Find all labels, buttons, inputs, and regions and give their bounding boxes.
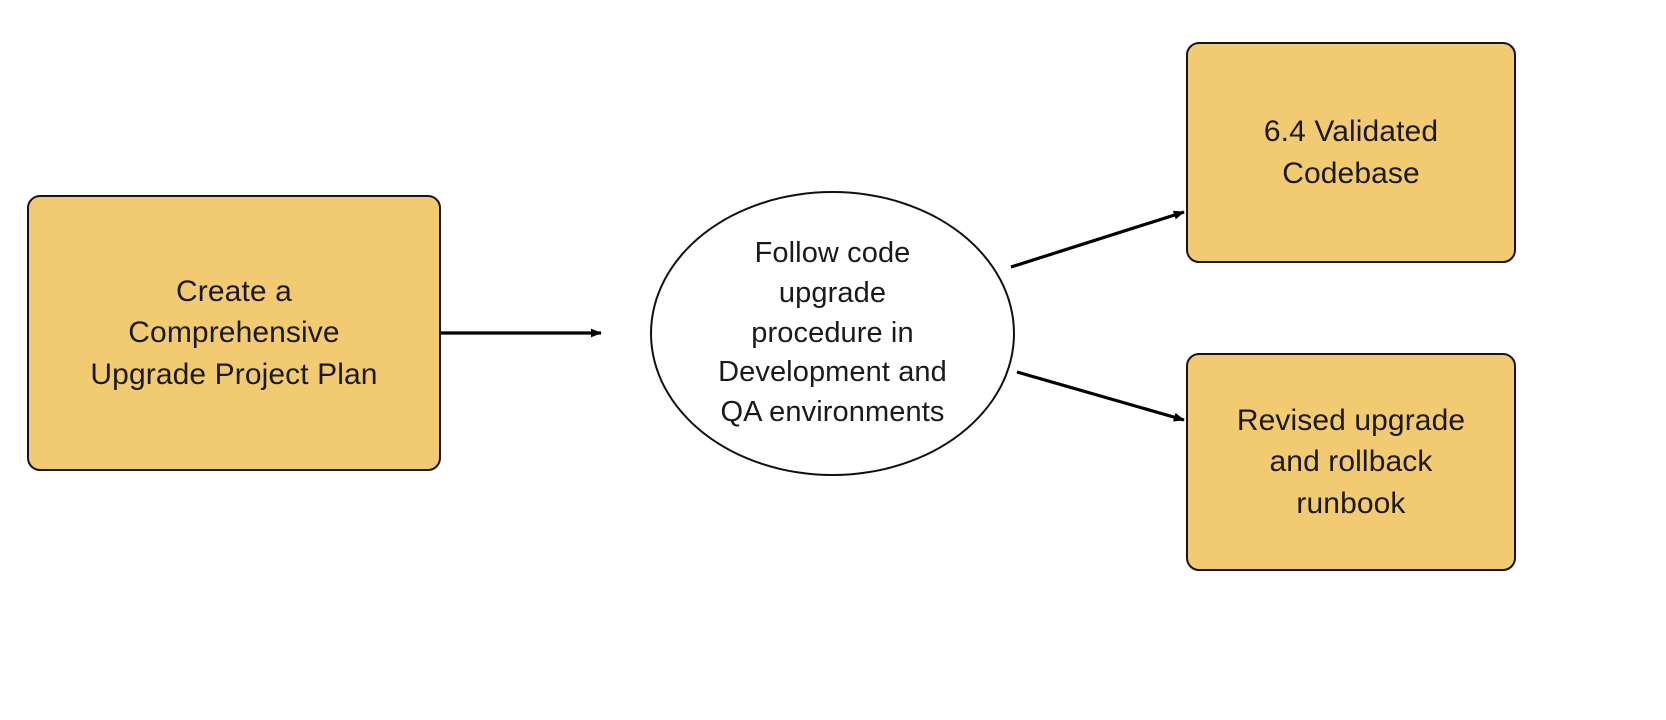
edge-procedure-to-codebase	[1010, 210, 1185, 269]
node-create-upgrade-project-plan[interactable]: Create a Comprehensive Upgrade Project P…	[27, 195, 441, 471]
edge-procedure-to-runbook	[1016, 370, 1185, 422]
node-label: Revised upgrade and rollback runbook	[1236, 403, 1466, 520]
node-follow-code-upgrade-procedure[interactable]: Follow code upgrade procedure in Develop…	[650, 191, 1015, 476]
node-validated-codebase[interactable]: 6.4 Validated Codebase	[1186, 42, 1516, 263]
node-label: Follow code upgrade procedure in Develop…	[718, 237, 947, 429]
node-label: Create a Comprehensive Upgrade Project P…	[90, 274, 378, 391]
node-revised-upgrade-and-rollback-runbook[interactable]: Revised upgrade and rollback runbook	[1186, 353, 1516, 571]
node-label: 6.4 Validated Codebase	[1263, 115, 1439, 190]
